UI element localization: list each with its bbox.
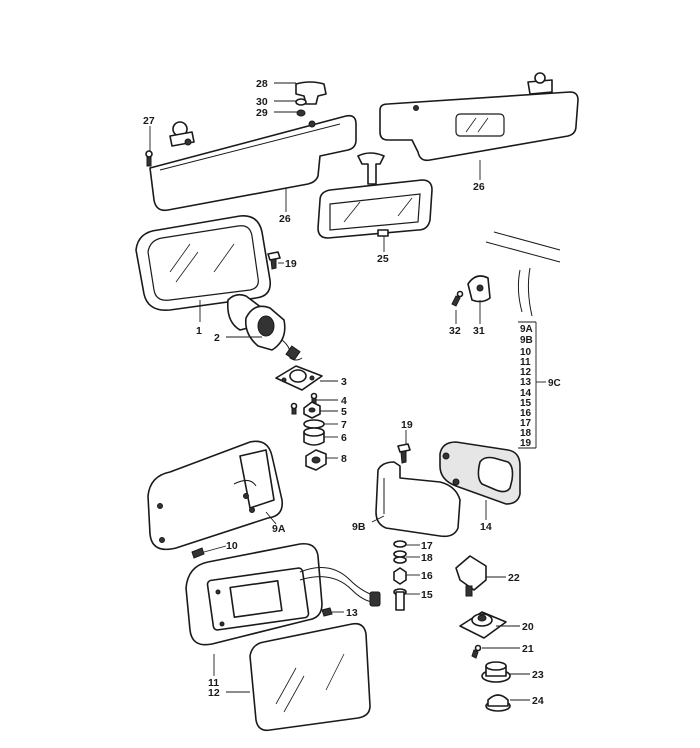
- visor-pivot-left: [169, 121, 195, 147]
- callout-27: 27: [143, 115, 155, 127]
- kit-item-15: 15: [520, 398, 532, 409]
- screw-10: [191, 547, 205, 559]
- kit-item-10: 10: [520, 347, 532, 358]
- kit-item-17: 17: [520, 418, 532, 429]
- kit-item-12: 12: [520, 367, 532, 378]
- bracket-31: [467, 275, 491, 303]
- callout-22: 22: [508, 572, 520, 584]
- ring-7: [303, 419, 325, 429]
- kit-item-18: 18: [520, 428, 532, 439]
- rear-view-mirror: [317, 152, 433, 239]
- screw-21: [471, 644, 482, 659]
- inner-bracket-9b: [375, 461, 461, 538]
- mirror-housing-9a: [147, 440, 284, 551]
- callout-3: 3: [341, 376, 347, 388]
- kit-item-11: 11: [520, 357, 531, 368]
- spring-17: [393, 540, 407, 548]
- kit-item-9b: 9B: [520, 335, 533, 346]
- spring-18: [393, 550, 407, 564]
- mirror-door-panel-14: [439, 441, 521, 505]
- callout-13: 13: [346, 607, 358, 619]
- leader-lines: [149, 82, 530, 701]
- sun-visor-right: [379, 91, 579, 162]
- kit-label-9c: 9C: [548, 378, 561, 389]
- callout-12: 12: [208, 687, 220, 699]
- callout-20: 20: [522, 621, 534, 633]
- callout-15: 15: [421, 589, 433, 601]
- washer-30: [295, 98, 307, 106]
- callout-26-right: 26: [473, 181, 485, 193]
- callout-17: 17: [421, 540, 433, 552]
- screw-19-top: [267, 251, 281, 270]
- callout-23: 23: [532, 669, 544, 681]
- callout-31: 31: [473, 325, 485, 337]
- callout-10: 10: [226, 540, 238, 552]
- callout-18: 18: [421, 552, 433, 564]
- mirror-base: [226, 293, 303, 361]
- callout-21: 21: [522, 643, 534, 655]
- callout-4: 4: [341, 395, 347, 407]
- screw-4-left: [290, 402, 298, 415]
- kit-item-14: 14: [520, 388, 532, 399]
- nut-8: [305, 449, 327, 471]
- nut-5: [303, 401, 321, 419]
- screw-29: [296, 109, 306, 117]
- callout-6: 6: [341, 432, 347, 444]
- mirror-housing-11: [185, 542, 381, 646]
- screw-13: [321, 607, 333, 617]
- kit-item-13: 13: [520, 377, 532, 388]
- cap-24: [485, 694, 511, 712]
- callout-32: 32: [449, 325, 461, 337]
- nut-16: [393, 567, 407, 585]
- kit-item-9a: 9A: [520, 324, 533, 335]
- sun-visor-left: [149, 114, 357, 212]
- mount-plate-20: [459, 611, 507, 639]
- kit-item-16: 16: [520, 408, 532, 419]
- callout-14: 14: [480, 521, 492, 533]
- callout-25: 25: [377, 253, 389, 265]
- callout-26-left: 26: [279, 213, 291, 225]
- mirror-glass-12: [249, 622, 371, 732]
- callout-19-top: 19: [285, 258, 297, 270]
- door-frame-corner: [485, 231, 561, 317]
- callout-11: 11: [208, 677, 219, 689]
- callout-29: 29: [256, 107, 268, 119]
- kit-item-19: 19: [520, 438, 532, 449]
- grommet-23: [481, 661, 511, 683]
- screw-19-mid: [397, 443, 411, 464]
- screw-32: [451, 290, 464, 307]
- kit-legend: 9A 9B 10 11 12 13 14 15 16 17 18 19 9C: [518, 321, 561, 449]
- outside-mirror-upper: [135, 215, 272, 311]
- callout-9b: 9B: [352, 521, 366, 533]
- callout-16: 16: [421, 570, 433, 582]
- callout-1: 1: [196, 325, 202, 337]
- bushing-6: [303, 427, 325, 446]
- callout-28: 28: [256, 78, 268, 90]
- visor-pivot-right: [527, 72, 553, 95]
- callout-24: 24: [532, 695, 544, 707]
- callout-2: 2: [214, 332, 220, 344]
- callout-labels: 28 30 29 27 26 26 25 19 1 2 3 4 5 7 6 8 …: [143, 78, 544, 707]
- screw-27: [145, 150, 153, 167]
- callout-30: 30: [256, 96, 268, 108]
- mounting-plate-3: [275, 365, 323, 391]
- callout-8: 8: [341, 453, 347, 465]
- callout-9a: 9A: [272, 523, 286, 535]
- switch-22: [455, 555, 487, 597]
- bolt-15: [393, 588, 407, 611]
- callout-7: 7: [341, 419, 347, 431]
- callout-19-mid: 19: [401, 419, 413, 431]
- callout-5: 5: [341, 406, 347, 418]
